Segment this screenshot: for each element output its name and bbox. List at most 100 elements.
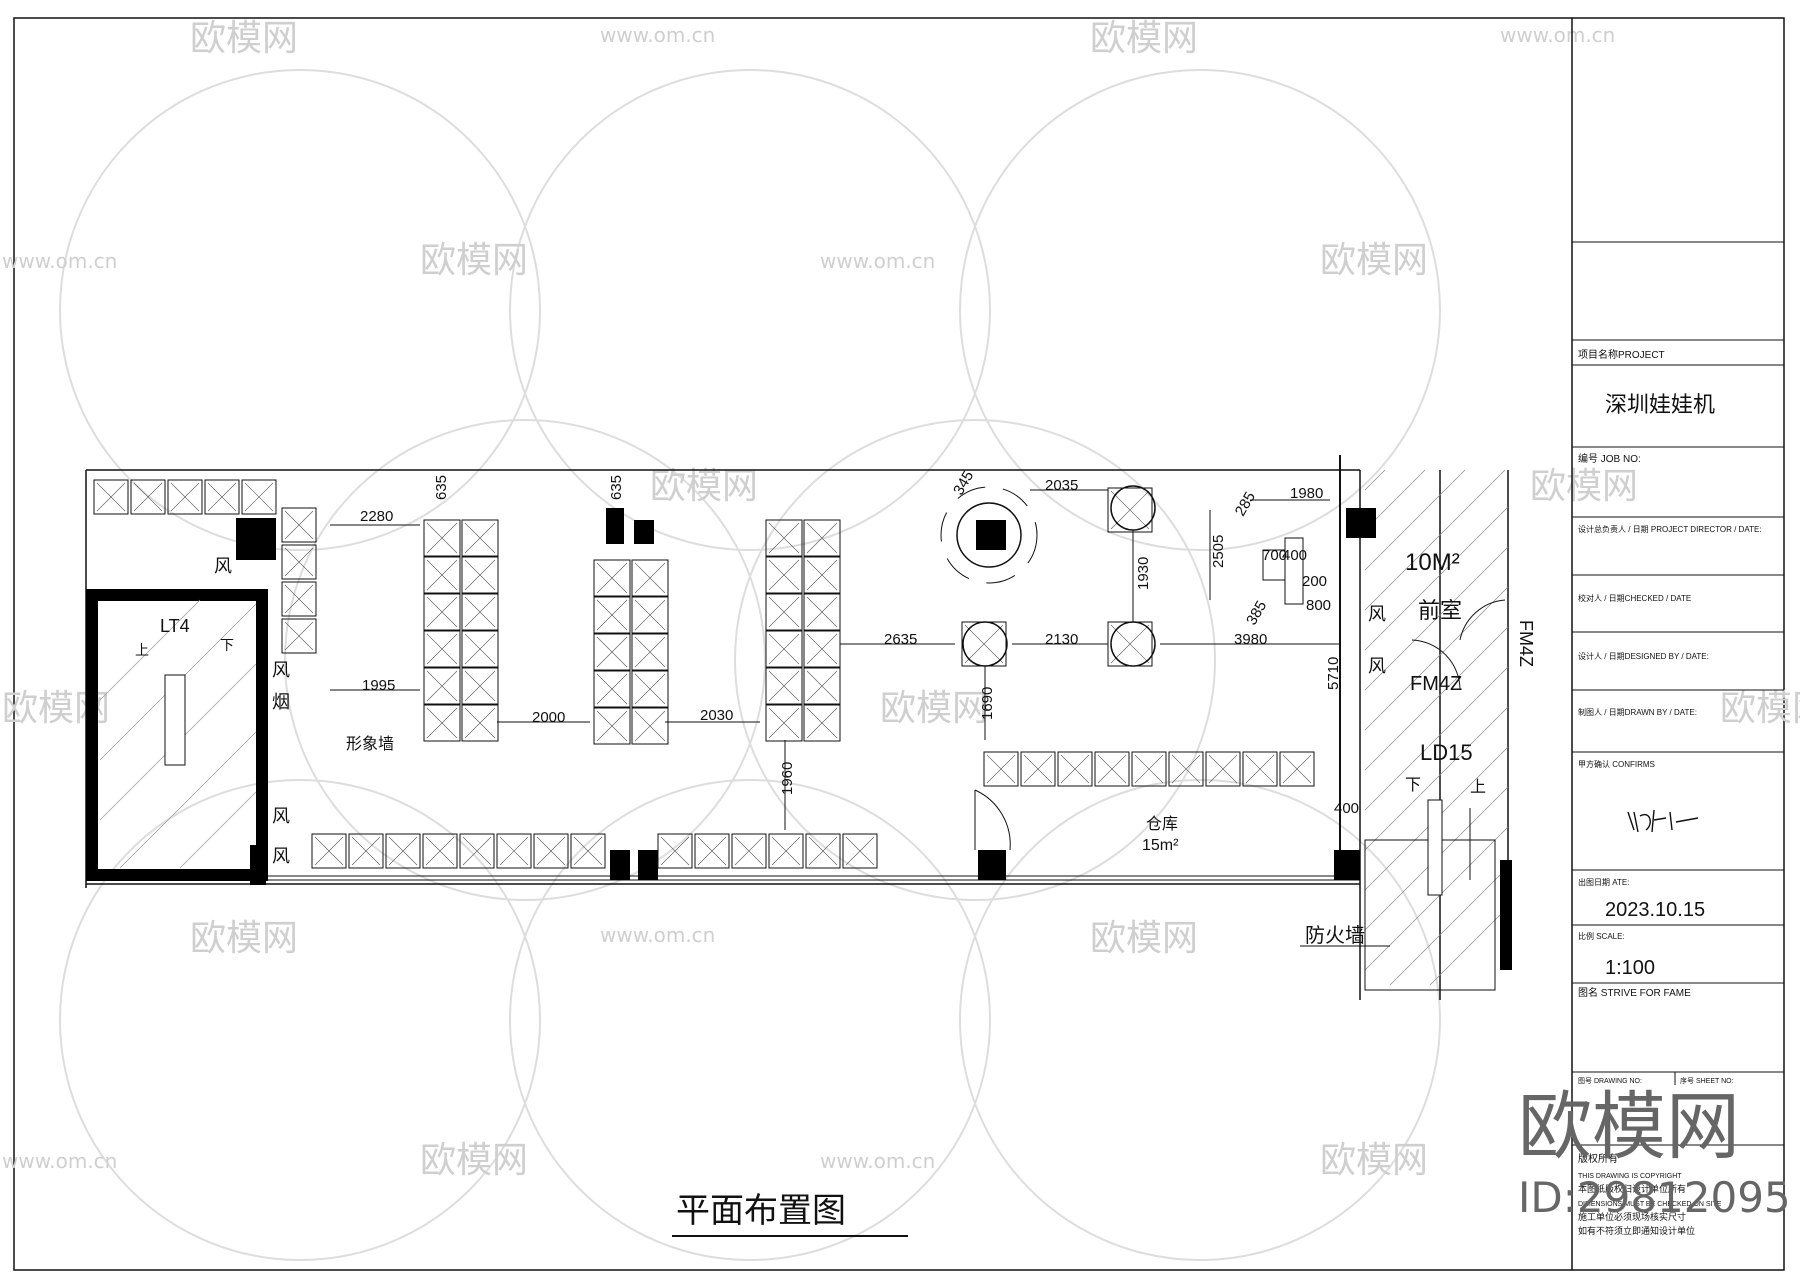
watermark-url: www.om.cn	[600, 923, 715, 947]
claw-machine	[93, 479, 129, 515]
stair-down-label: 下	[220, 638, 234, 654]
claw-machine	[631, 559, 669, 597]
dimension-label: 800	[1306, 597, 1331, 614]
claw-machine	[423, 704, 461, 742]
claw-machine-cross	[806, 633, 838, 665]
dimension-label: 1930	[1135, 557, 1152, 590]
claw-machine	[1242, 751, 1278, 787]
claw-machine	[593, 596, 631, 634]
copyright-line: 施工单位必须现场核实尺寸	[1578, 1211, 1686, 1223]
vent-label: 风	[214, 556, 232, 577]
dimension-label: 1995	[362, 677, 395, 694]
image-wall-label: 形象墙	[346, 734, 394, 753]
dimension-label: 635	[433, 475, 450, 500]
claw-machine	[765, 704, 803, 742]
claw-machine	[631, 633, 669, 671]
warehouse-label: 仓库	[1146, 814, 1178, 833]
claw-machine-cross	[768, 707, 800, 739]
stair-code-label: LD15	[1420, 740, 1473, 765]
watermark-arcs	[59, 69, 1441, 1261]
fire-door-label: FM4Z	[1410, 673, 1462, 695]
claw-machine	[461, 593, 499, 631]
claw-machine-cross	[170, 482, 200, 512]
copyright-line: 如有不符须立即通知设计单位	[1578, 1225, 1695, 1237]
claw-machine	[631, 670, 669, 708]
claw-machine-cross	[426, 559, 458, 591]
claw-machine-cross	[1060, 754, 1090, 784]
signature-mark	[1627, 809, 1699, 833]
claw-machine	[459, 833, 495, 869]
claw-machine-cross	[1110, 624, 1150, 664]
watermark-url: www.om.cn	[820, 1149, 935, 1173]
watermark-group: 欧模网 www.om.cn 欧模网 www.om.cn www.om.cn 欧模…	[2, 18, 1800, 1181]
watermark-url: www.om.cn	[2, 1149, 117, 1173]
claw-machine-cross	[462, 836, 492, 866]
watermark-logo: 欧模网	[880, 688, 988, 729]
claw-machine	[281, 544, 317, 580]
watermark-logo: 欧模网	[1090, 918, 1198, 959]
claw-machine	[842, 833, 878, 869]
vent-label: 风	[272, 846, 290, 867]
claw-machine-cross	[806, 707, 838, 739]
round-machine	[956, 502, 1022, 568]
claw-machine	[765, 593, 803, 631]
claw-machine	[803, 630, 841, 668]
claw-machine-cross	[464, 559, 496, 591]
claw-machine	[765, 667, 803, 705]
claw-machine	[130, 479, 166, 515]
stair-down-label: 下	[1405, 775, 1421, 794]
dimension-label: 385	[1243, 598, 1270, 628]
claw-machine	[803, 556, 841, 594]
watermark-logo: 欧模网	[190, 918, 298, 959]
director-label: 设计总负责人 / 日期 PROJECT DIRECTOR / DATE:	[1578, 524, 1762, 534]
claw-machine-cross	[697, 836, 727, 866]
claw-machine	[533, 833, 569, 869]
confirm-label: 甲方确认 CONFIRMS	[1578, 759, 1655, 769]
claw-machine-cross	[768, 633, 800, 665]
copyright-title: 版权所有	[1578, 1152, 1618, 1165]
date-label: 出图日期 ATE:	[1578, 877, 1629, 887]
walls	[85, 455, 1509, 1000]
claw-machine-cross	[425, 836, 455, 866]
claw-machine-cross	[768, 559, 800, 591]
vent-label: 风	[272, 806, 290, 827]
claw-machine-cross	[596, 599, 628, 631]
claw-machine	[768, 833, 804, 869]
claw-machine	[765, 556, 803, 594]
claw-machine-cross	[388, 836, 418, 866]
watermark-logo: 欧模网	[420, 240, 528, 281]
claw-machines	[93, 479, 1315, 869]
claw-machine-cross	[314, 836, 344, 866]
dimension-label: 700	[1262, 547, 1287, 564]
claw-machine-cross	[284, 510, 314, 540]
claw-machine	[423, 519, 461, 557]
round-machine	[962, 621, 1008, 667]
claw-machine-cross	[1282, 754, 1312, 784]
claw-machine-cross	[573, 836, 603, 866]
drawing-title: 平面布置图	[676, 1191, 846, 1231]
dimension-label: 1690	[979, 687, 996, 720]
claw-machine	[423, 593, 461, 631]
sheet-border	[13, 17, 1785, 1271]
door-swing	[1459, 599, 1506, 641]
stair-up-label: 上	[1470, 777, 1486, 796]
watermark-logo: 欧模网	[650, 466, 758, 507]
fire-wall-label: 防火墙	[1305, 923, 1365, 947]
claw-machine-cross	[464, 670, 496, 702]
smoke-label: 烟	[272, 692, 290, 713]
claw-machine-cross	[464, 633, 496, 665]
claw-machine	[983, 751, 1019, 787]
structural-columns	[236, 508, 1512, 970]
claw-machine-cross	[596, 710, 628, 742]
claw-machine	[803, 593, 841, 631]
claw-machine	[631, 707, 669, 745]
dimension-label: 400	[1282, 547, 1307, 564]
watermark-url: www.om.cn	[820, 249, 935, 273]
claw-machine	[1131, 751, 1167, 787]
dimension-label: 2130	[1045, 631, 1078, 648]
vent-label: 风	[272, 660, 290, 681]
claw-machine	[805, 833, 841, 869]
claw-machine-cross	[1171, 754, 1201, 784]
claw-machine-cross	[284, 547, 314, 577]
scale-label: 比例 SCALE:	[1578, 931, 1625, 941]
